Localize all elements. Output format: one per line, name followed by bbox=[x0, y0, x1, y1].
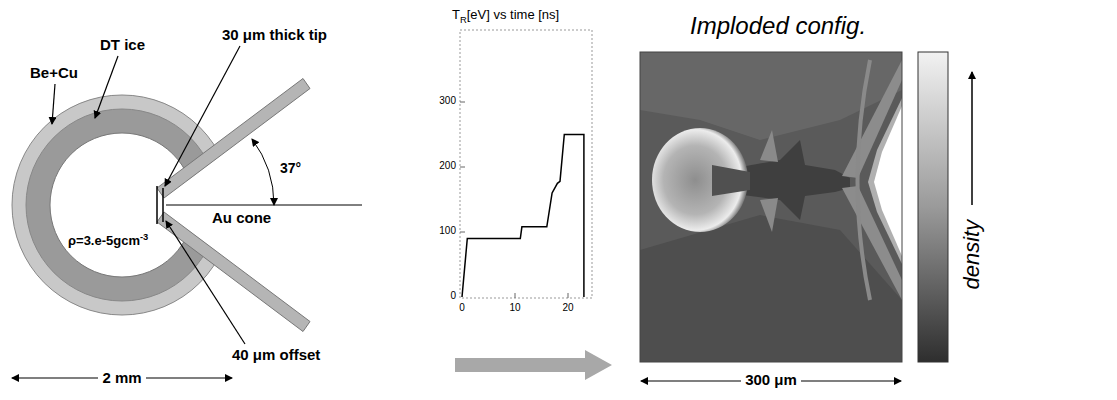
leader-lines bbox=[12, 46, 901, 381]
subscript: R bbox=[460, 15, 467, 25]
axis-tick-label: 20 bbox=[562, 302, 573, 314]
superscript: -3 bbox=[140, 232, 148, 242]
leader-line bbox=[52, 84, 55, 124]
axis-tick-label: 300 bbox=[439, 95, 456, 107]
capsule bbox=[12, 43, 370, 367]
cone-interior bbox=[874, 106, 902, 256]
axis-tick-label: 0 bbox=[450, 290, 456, 302]
axis-tick-label: 0 bbox=[459, 302, 465, 314]
layer-label: Be+Cu bbox=[30, 64, 78, 81]
density-label: ρ=3.e-5gcm bbox=[68, 233, 140, 248]
map-border bbox=[640, 52, 902, 362]
angle-arc bbox=[252, 139, 274, 205]
leader-line bbox=[95, 56, 118, 118]
spike bbox=[760, 198, 778, 232]
leader-line bbox=[166, 221, 245, 344]
cone-tip bbox=[162, 188, 164, 222]
plot-frame bbox=[460, 30, 592, 298]
layer-label: DT ice bbox=[100, 36, 145, 53]
axis-ticks bbox=[568, 293, 569, 298]
map-ground bbox=[640, 52, 902, 362]
colorbar bbox=[918, 52, 948, 362]
cone-opening bbox=[164, 43, 370, 367]
map-region bbox=[640, 215, 902, 362]
cone-wall bbox=[157, 79, 310, 199]
axis-ticks bbox=[460, 102, 568, 298]
cone-shell bbox=[858, 60, 871, 300]
temperature-curve bbox=[462, 135, 584, 298]
part-label: 30 μm thick tip bbox=[222, 26, 327, 43]
jet-channel bbox=[735, 140, 850, 220]
axis-ticks bbox=[515, 293, 516, 298]
cone-axis bbox=[166, 205, 362, 206]
cone-imprint bbox=[712, 165, 750, 196]
colorbar-label: density bbox=[959, 220, 984, 290]
density-arrow bbox=[971, 72, 973, 205]
part-label: Au cone bbox=[212, 209, 271, 226]
axis-tick-label: 10 bbox=[509, 302, 520, 314]
density-map bbox=[640, 52, 902, 362]
density-label-group: ρ=3.e-5gcm-3 bbox=[68, 232, 148, 249]
dimension-label: 2 mm bbox=[98, 369, 145, 386]
plot-title: T bbox=[452, 7, 460, 22]
process-arrow bbox=[455, 350, 612, 380]
plot-title: [eV] vs time [ns] bbox=[467, 7, 559, 22]
leader-line bbox=[165, 46, 240, 186]
cone-tip bbox=[156, 186, 158, 224]
cone-wall-edge bbox=[868, 98, 902, 264]
axis-ticks bbox=[460, 167, 465, 168]
axis-ticks bbox=[460, 102, 465, 103]
axis-ticks bbox=[460, 232, 465, 233]
dimension-label: 300 μm bbox=[741, 371, 801, 388]
spike bbox=[760, 130, 778, 162]
cone-wall bbox=[157, 212, 310, 332]
angle-label: 37° bbox=[280, 160, 301, 176]
drive-plot bbox=[455, 30, 612, 380]
axis-tick-label: 200 bbox=[439, 160, 456, 172]
panel-title: Imploded config. bbox=[690, 12, 866, 40]
dimension-label: 40 μm offset bbox=[232, 346, 320, 363]
plot-title-group: TR[eV] vs time [ns] bbox=[452, 8, 559, 25]
axis-tick-label: 100 bbox=[439, 225, 456, 237]
